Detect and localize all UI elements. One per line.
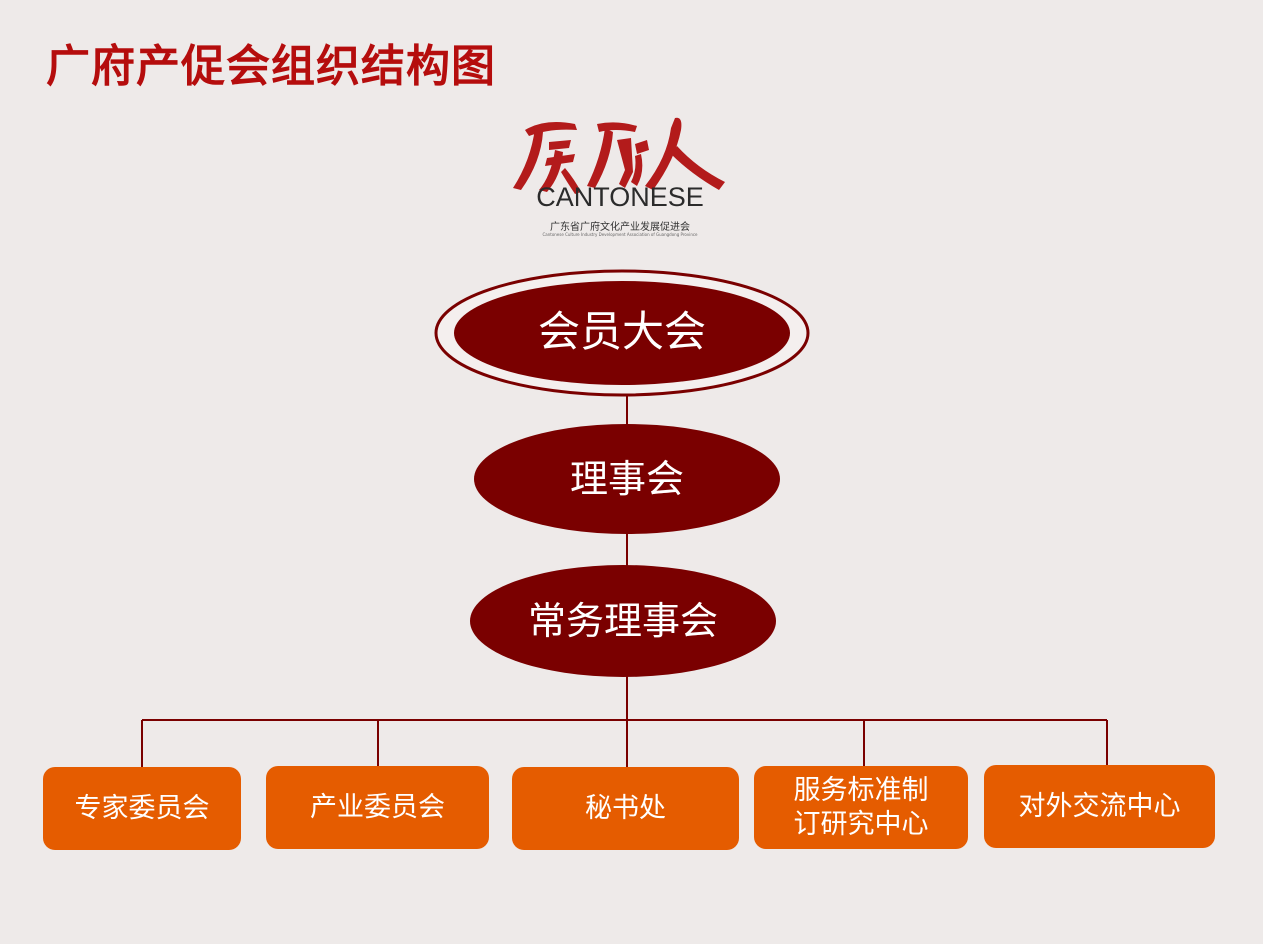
general-assembly-node [454, 281, 790, 385]
standing-council-node [470, 565, 776, 677]
standing-council-label: 常务理事会 [527, 599, 718, 643]
dept-label: 对外交流中心 [1018, 790, 1181, 822]
dept-label: 专家委员会 [74, 792, 210, 824]
dept-box-secretariat: 秘书处 [512, 767, 739, 850]
dept-label: 服务标准制 订研究中心 [793, 774, 929, 840]
logo-english-text: CANTONESE [536, 182, 704, 212]
dept-label: 产业委员会 [310, 791, 445, 823]
council-label: 理事会 [569, 457, 684, 501]
dept-box-exchange-center: 对外交流中心 [984, 765, 1215, 848]
logo-english-subtitle: Cantonese Culture Industry Development A… [542, 232, 698, 237]
general-assembly-label: 会员大会 [537, 307, 706, 356]
cantonese-logo: CANTONESE 广东省广府文化产业发展促进会 Cantonese Cultu… [505, 110, 730, 240]
logo-chinese-text: 广东省广府文化产业发展促进会 [550, 222, 690, 233]
dept-box-expert-committee: 专家委员会 [43, 767, 241, 850]
dept-label: 秘书处 [585, 792, 666, 824]
calligraphy-logo-icon [513, 117, 725, 194]
dept-box-standards-center: 服务标准制 订研究中心 [754, 766, 968, 849]
council-node [474, 424, 780, 534]
dept-box-industry-committee: 产业委员会 [266, 766, 489, 849]
page-title: 广府产促会组织结构图 [46, 41, 496, 92]
